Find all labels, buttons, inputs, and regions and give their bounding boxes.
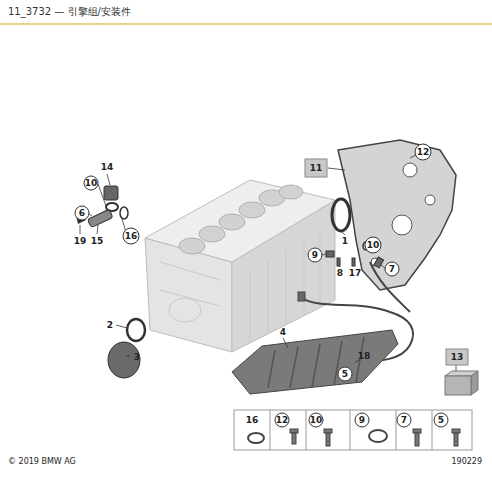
callout-number: 13 bbox=[451, 353, 464, 362]
callout-number: 12 bbox=[417, 148, 430, 157]
callout-number: 3 bbox=[134, 353, 140, 362]
callout-number: 16 bbox=[125, 232, 138, 241]
callout-number: 7 bbox=[389, 265, 395, 274]
callout-shapes bbox=[75, 144, 468, 381]
callout-number: 4 bbox=[280, 328, 286, 337]
sensor-parts bbox=[76, 186, 128, 228]
seal-ring bbox=[332, 199, 350, 231]
callout-number: 10 bbox=[367, 241, 380, 250]
cover-plate bbox=[338, 140, 456, 290]
oil-baffle bbox=[232, 330, 398, 394]
callout-number: 19 bbox=[74, 237, 87, 246]
callout-number: 12 bbox=[276, 416, 289, 425]
footer-text: © 2019 BMW AG bbox=[8, 458, 76, 466]
leader-lines bbox=[80, 155, 456, 371]
callout-number: 10 bbox=[85, 179, 98, 188]
callout-number: 17 bbox=[349, 269, 362, 278]
callout-number: 8 bbox=[337, 269, 343, 278]
callout-number: 1 bbox=[342, 237, 348, 246]
parts-strip bbox=[234, 410, 472, 450]
callout-number: 18 bbox=[358, 352, 371, 361]
callout-number: 16 bbox=[246, 416, 259, 425]
diagram-title: 11_3732 — 引擎组/安装件 bbox=[8, 5, 131, 19]
callout-number: 10 bbox=[310, 416, 323, 425]
cover-disc bbox=[108, 342, 140, 378]
seal-ring bbox=[127, 319, 145, 341]
callout-number: 2 bbox=[107, 321, 113, 330]
engine-block bbox=[145, 180, 335, 352]
callout-number: 6 bbox=[79, 209, 85, 218]
callout-number: 15 bbox=[91, 237, 104, 246]
footer-text: 190229 bbox=[451, 458, 482, 466]
callout-number: 5 bbox=[438, 416, 444, 425]
callout-number: 9 bbox=[312, 251, 318, 260]
header-rule bbox=[0, 23, 492, 25]
callout-number: 9 bbox=[359, 416, 365, 425]
callout-number: 5 bbox=[342, 370, 348, 379]
kit-box bbox=[445, 371, 478, 395]
callout-number: 7 bbox=[401, 416, 407, 425]
callout-number: 11 bbox=[310, 164, 323, 173]
callout-number: 14 bbox=[101, 163, 114, 172]
